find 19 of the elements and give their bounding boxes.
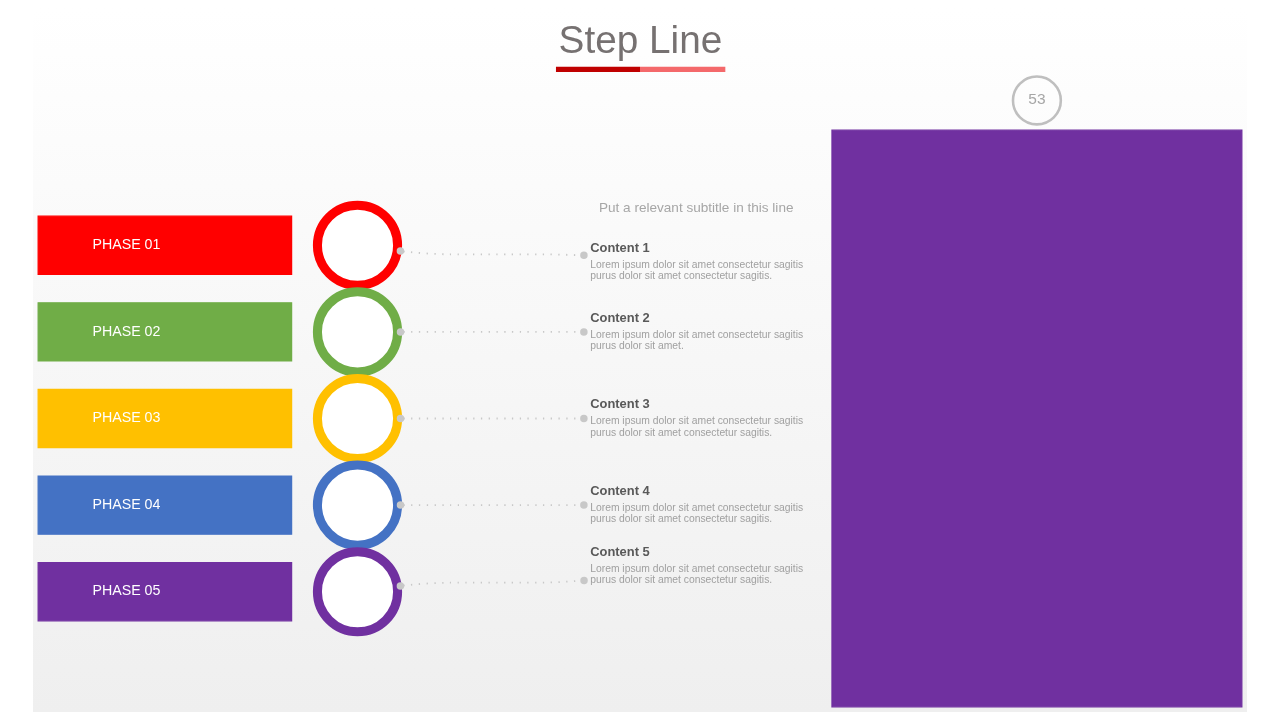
label: Put a relevant subtitle in this line <box>598 200 794 216</box>
node-text: Content 1 Lorem ipsum dolor sit amet consectetur sagitis purus dolor sit amet consectetur sagitis. <box>590 239 804 282</box>
node-box <box>831 129 1243 708</box>
connector <box>396 576 588 590</box>
node-text: Content 5 Lorem ipsum dolor sit amet consectetur sagitis purus dolor sit amet consectetur sagitis. <box>590 543 804 586</box>
node-text: Content 3 Lorem ipsum dolor sit amet consectetur sagitis purus dolor sit amet consectetur sagitis. <box>590 396 804 438</box>
node-box: PHASE 02 <box>37 302 293 362</box>
connector <box>396 328 588 336</box>
connector <box>396 501 588 509</box>
diagram-title: Step Line <box>558 17 723 61</box>
node-box: PHASE 04 <box>37 475 293 535</box>
node-box: PHASE 03 <box>37 388 293 449</box>
connector <box>396 247 588 260</box>
node-text: Content 4 Lorem ipsum dolor sit amet consectetur sagitis purus dolor sit amet consectetur sagitis. <box>590 482 804 525</box>
node-text: Content 2 Lorem ipsum dolor sit amet consectetur sagitis purus dolor sit amet. <box>590 309 804 352</box>
connector <box>396 414 588 423</box>
node-box: PHASE 01 <box>37 215 293 275</box>
node-circle: 53 <box>1011 75 1063 126</box>
node-box: PHASE 05 <box>37 562 293 622</box>
